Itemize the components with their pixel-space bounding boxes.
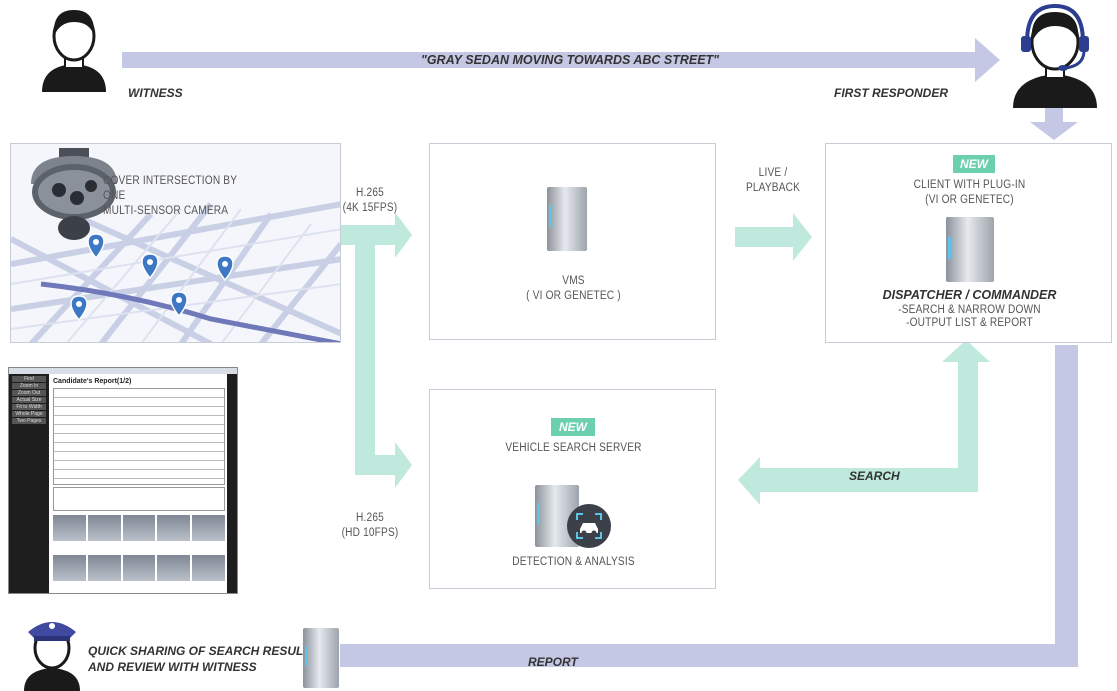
first-responder-label: FIRST RESPONDER bbox=[834, 86, 949, 100]
menu-actual-size[interactable]: Actual Size bbox=[12, 397, 46, 403]
sharing-server-icon bbox=[303, 628, 339, 688]
report-thumbnails bbox=[53, 515, 225, 541]
report-label: REPORT bbox=[528, 655, 578, 669]
client-server-icon bbox=[946, 217, 994, 282]
arrow-responder-down bbox=[1030, 108, 1078, 140]
report-scrollbar[interactable] bbox=[227, 374, 237, 593]
menu-zoom-out[interactable]: Zoom Out bbox=[12, 390, 46, 396]
report-menu: Find Zoom In Zoom Out Actual Size Fit to… bbox=[9, 374, 49, 593]
witness-icon bbox=[42, 10, 106, 92]
sharing-text: QUICK SHARING OF SEARCH RESULTS AND REVI… bbox=[88, 644, 318, 674]
first-responder-icon bbox=[1013, 3, 1097, 108]
vehicle-detection-icon bbox=[567, 504, 611, 548]
report-page: Candidate's Report(1/2) bbox=[53, 376, 225, 591]
search-server-new-badge: NEW bbox=[551, 418, 595, 436]
search-label: SEARCH bbox=[849, 469, 900, 483]
live-playback-label: LIVE / PLAYBACK bbox=[745, 167, 801, 194]
police-officer-icon bbox=[24, 622, 80, 691]
report-legend bbox=[53, 487, 225, 511]
menu-two-pages[interactable]: Two Pages bbox=[12, 418, 46, 424]
candidates-report-window: Find Zoom In Zoom Out Actual Size Fit to… bbox=[8, 367, 238, 594]
arrow-witness-to-responder bbox=[122, 38, 1000, 82]
client-title: CLIENT WITH PLUG-IN (VI OR GENETEC) bbox=[913, 179, 1026, 206]
camera-map-panel: COVER INTERSECTION BY ONE MULTI-SENSOR C… bbox=[10, 143, 341, 343]
arrow-h265-vertical bbox=[355, 225, 375, 475]
menu-find[interactable]: Find bbox=[12, 376, 46, 382]
report-thumbnails-2 bbox=[53, 555, 225, 581]
report-table bbox=[53, 388, 225, 485]
vms-subtitle: ( VI OR GENETEC ) bbox=[526, 290, 621, 302]
menu-fit-width[interactable]: Fit to Width bbox=[12, 404, 46, 410]
vehicle-search-server-panel: NEW VEHICLE SEARCH SERVER DETECTION & AN… bbox=[429, 389, 716, 589]
street-map bbox=[11, 144, 340, 342]
witness-quote: "GRAY SEDAN MOVING TOWARDS ABC STREET" bbox=[420, 53, 720, 67]
client-panel: NEW CLIENT WITH PLUG-IN (VI OR GENETEC) … bbox=[825, 143, 1112, 343]
arrow-live-playback bbox=[735, 213, 812, 261]
vms-panel: VMS ( VI OR GENETEC ) bbox=[429, 143, 716, 340]
arrow-h265-bottom bbox=[355, 442, 412, 488]
multi-sensor-camera-icon bbox=[31, 148, 117, 240]
witness-label: WITNESS bbox=[128, 86, 183, 100]
report-title: Candidate's Report(1/2) bbox=[53, 378, 132, 385]
window-titlebar bbox=[9, 368, 237, 374]
client-new-badge: NEW bbox=[953, 155, 995, 173]
stream-label-4k: H.265 (4K 15FPS) bbox=[342, 187, 398, 214]
search-server-caption: DETECTION & ANALYSIS bbox=[512, 556, 635, 568]
camera-description: COVER INTERSECTION BY ONE MULTI-SENSOR C… bbox=[103, 175, 237, 217]
vms-title: VMS bbox=[562, 275, 585, 287]
vms-server-icon bbox=[547, 187, 587, 251]
menu-zoom-in[interactable]: Zoom In bbox=[12, 383, 46, 389]
client-tasks: -SEARCH & NARROW DOWN -OUTPUT LIST & REP… bbox=[898, 304, 1041, 330]
arrow-search-path bbox=[738, 340, 990, 505]
search-server-title: VEHICLE SEARCH SERVER bbox=[505, 442, 642, 454]
client-role: DISPATCHER / COMMANDER bbox=[882, 288, 1057, 302]
menu-whole-page[interactable]: Whole Page bbox=[12, 411, 46, 417]
stream-label-hd: H.265 (HD 10FPS) bbox=[341, 512, 399, 539]
